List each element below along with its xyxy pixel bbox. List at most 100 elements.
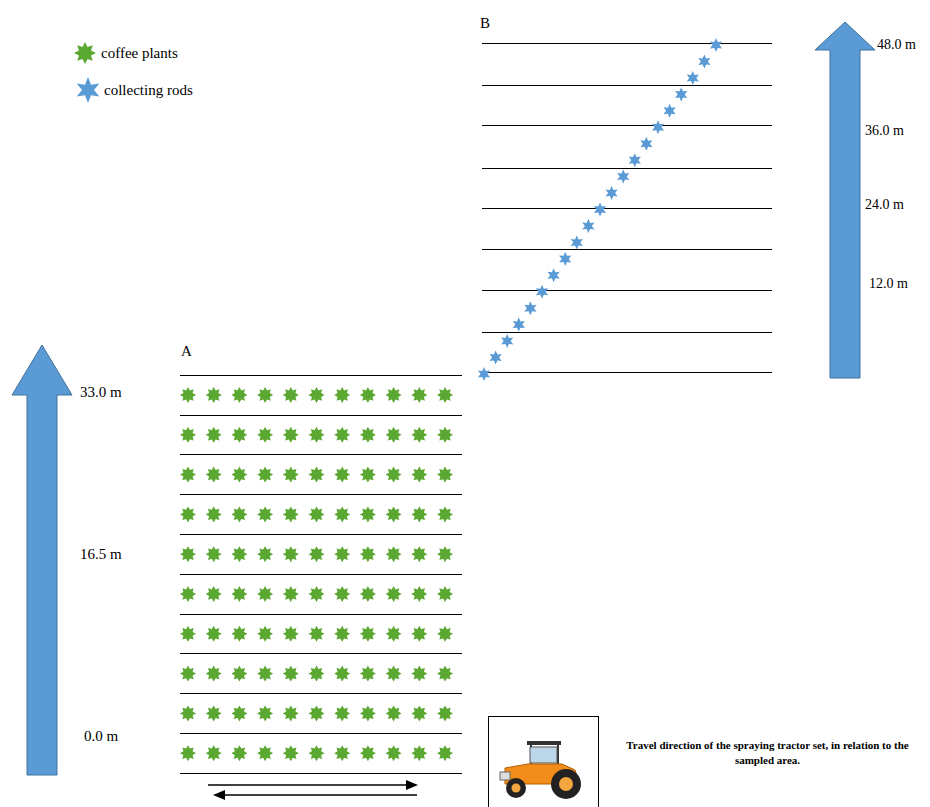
coffee-plant bbox=[411, 387, 427, 403]
coffee-plant bbox=[360, 586, 376, 602]
row-line bbox=[180, 733, 462, 734]
coffee-plant bbox=[231, 387, 247, 403]
coffee-plant bbox=[437, 666, 453, 682]
coffee-plant bbox=[386, 586, 402, 602]
coffee-plant bbox=[411, 586, 427, 602]
coffee-plant bbox=[309, 546, 325, 562]
coffee-plant-symbols bbox=[180, 387, 453, 761]
travel-arrowhead bbox=[213, 790, 225, 800]
coffee-plant bbox=[411, 745, 427, 761]
coffee-plant bbox=[334, 666, 350, 682]
coffee-plant bbox=[257, 705, 273, 721]
coffee-plant bbox=[206, 745, 222, 761]
coffee-plant bbox=[437, 506, 453, 522]
coffee-plant bbox=[437, 387, 453, 403]
coffee-plant bbox=[411, 546, 427, 562]
distance-label: 33.0 m bbox=[80, 383, 122, 401]
coffee-plant bbox=[283, 586, 299, 602]
coffee-plant bbox=[309, 626, 325, 642]
coffee-plant bbox=[334, 506, 350, 522]
row-line bbox=[180, 375, 462, 376]
collecting-rod bbox=[582, 219, 594, 233]
coffee-plant bbox=[257, 666, 273, 682]
row-line bbox=[482, 290, 772, 291]
collecting-rod bbox=[652, 120, 664, 134]
area-label: B bbox=[480, 14, 490, 32]
coffee-plant bbox=[180, 546, 196, 562]
coffee-plant bbox=[180, 427, 196, 443]
coffee-plant bbox=[386, 666, 402, 682]
coffee-plant bbox=[334, 626, 350, 642]
coffee-plant bbox=[206, 626, 222, 642]
coffee-plant bbox=[334, 745, 350, 761]
coffee-plant bbox=[180, 705, 196, 721]
coffee-plant bbox=[360, 705, 376, 721]
collecting-rod-symbols bbox=[478, 38, 722, 381]
collecting-rod bbox=[478, 367, 490, 381]
row-line bbox=[180, 534, 462, 535]
collecting-rod bbox=[571, 235, 583, 249]
coffee-plant bbox=[309, 467, 325, 483]
coffee-plant bbox=[411, 506, 427, 522]
coffee-plant bbox=[386, 467, 402, 483]
coffee-plant bbox=[257, 626, 273, 642]
coffee-plant bbox=[309, 387, 325, 403]
coffee-plant bbox=[437, 745, 453, 761]
coffee-plant bbox=[334, 387, 350, 403]
row-lines-b bbox=[482, 44, 772, 373]
coffee-plant bbox=[437, 705, 453, 721]
coffee-plant bbox=[386, 427, 402, 443]
collecting-rod bbox=[559, 252, 571, 266]
collecting-rod bbox=[513, 318, 525, 332]
coffee-plant bbox=[411, 427, 427, 443]
coffee-plant bbox=[231, 546, 247, 562]
coffee-plant bbox=[231, 586, 247, 602]
coffee-plant bbox=[334, 427, 350, 443]
row-line bbox=[180, 653, 462, 654]
row-line bbox=[180, 415, 462, 416]
collecting-rod bbox=[524, 301, 536, 315]
coffee-plant bbox=[411, 626, 427, 642]
coffee-plant bbox=[257, 387, 273, 403]
collecting-rod bbox=[687, 71, 699, 85]
coffee-plant bbox=[206, 666, 222, 682]
coffee-plant bbox=[180, 586, 196, 602]
coffee-plant bbox=[231, 705, 247, 721]
distance-label: 16.5 m bbox=[80, 545, 122, 563]
row-line bbox=[482, 208, 772, 209]
coffee-plant bbox=[386, 745, 402, 761]
coffee-plant bbox=[411, 467, 427, 483]
row-line bbox=[180, 614, 462, 615]
collecting-rod bbox=[629, 153, 641, 167]
coffee-plant bbox=[386, 506, 402, 522]
distance-label: 48.0 m bbox=[877, 36, 916, 54]
coffee-plant bbox=[360, 467, 376, 483]
coffee-plant bbox=[309, 745, 325, 761]
distance-label: 12.0 m bbox=[869, 275, 908, 293]
row-line bbox=[180, 494, 462, 495]
collecting-rod bbox=[617, 170, 629, 184]
coffee-plant bbox=[437, 427, 453, 443]
coffee-plant bbox=[283, 387, 299, 403]
coffee-plant bbox=[437, 586, 453, 602]
coffee-plant bbox=[334, 467, 350, 483]
coffee-plant bbox=[206, 506, 222, 522]
collecting-rod bbox=[548, 268, 560, 282]
collecting-rod bbox=[536, 285, 548, 299]
collecting-rod bbox=[698, 54, 710, 68]
coffee-plant bbox=[257, 745, 273, 761]
coffee-plant bbox=[360, 666, 376, 682]
row-line bbox=[482, 249, 772, 250]
coffee-plant bbox=[386, 626, 402, 642]
coffee-plant bbox=[257, 467, 273, 483]
row-line bbox=[482, 43, 772, 44]
coffee-plant bbox=[206, 546, 222, 562]
row-line bbox=[180, 773, 462, 774]
distance-label: 36.0 m bbox=[865, 122, 904, 140]
coffee-plant bbox=[206, 387, 222, 403]
coffee-plant bbox=[257, 506, 273, 522]
coffee-plant bbox=[257, 427, 273, 443]
coffee-plant bbox=[360, 387, 376, 403]
coffee-plant bbox=[180, 745, 196, 761]
